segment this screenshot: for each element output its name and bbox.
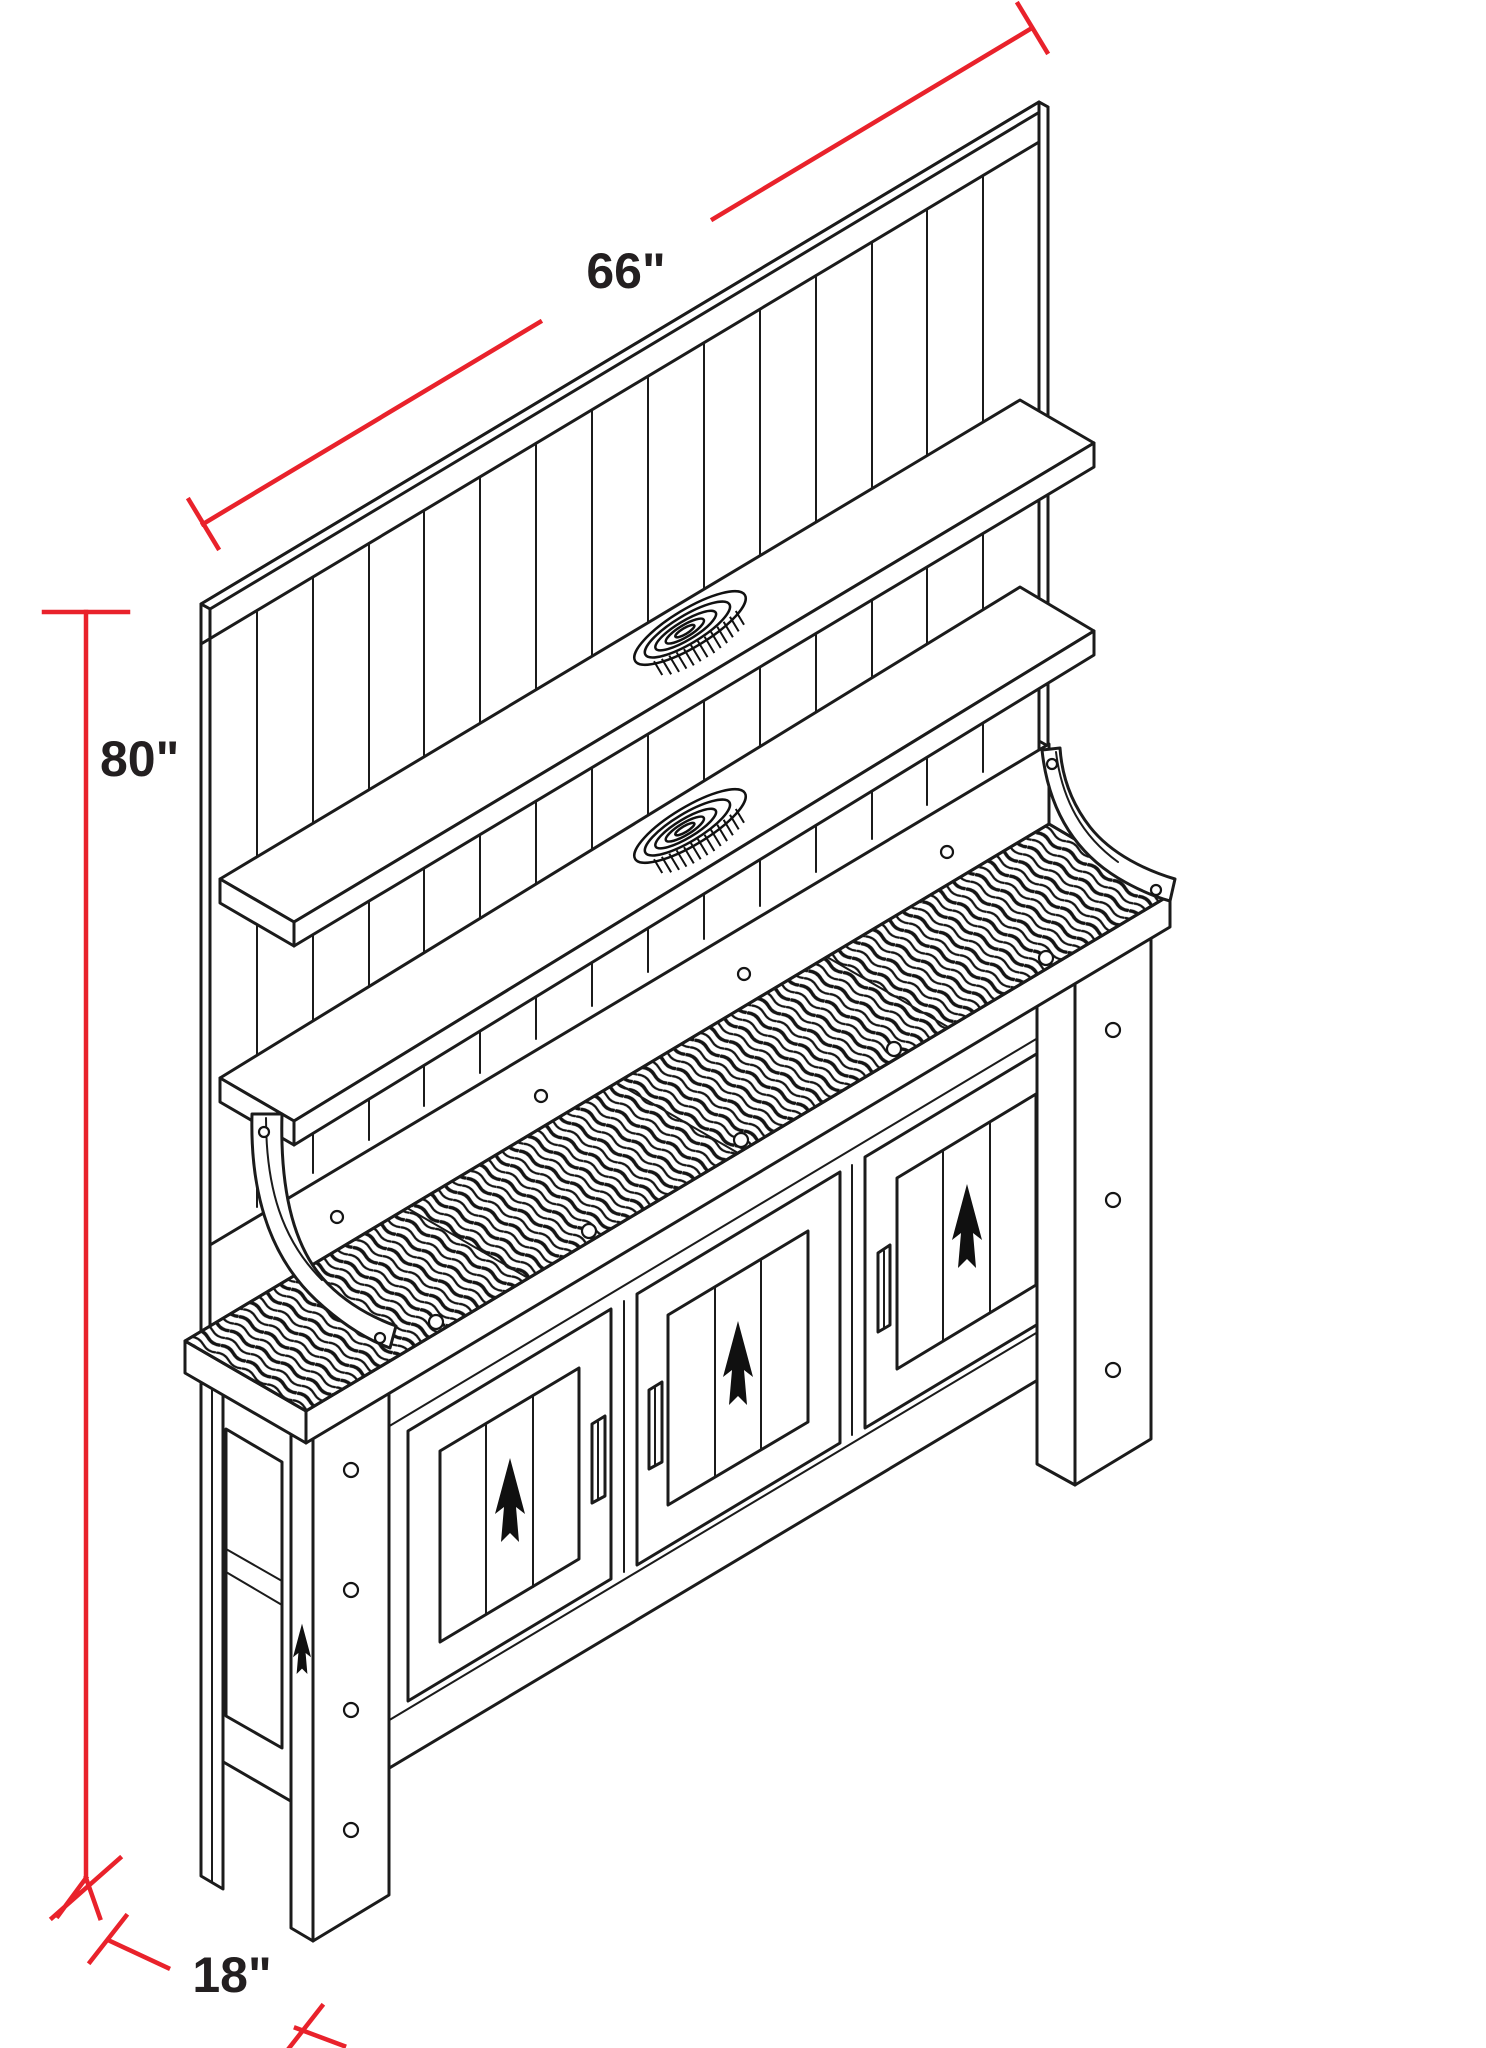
rear-left-leg [199,1333,225,1891]
peg-circle [939,844,955,860]
lower-shelf [218,585,1096,1147]
peg-circle [1037,949,1055,967]
dimension-depth-18: 18" [86,1912,347,2048]
peg-circle [342,1701,360,1719]
dimension-tick [185,496,222,552]
door-left [406,1307,613,1703]
peg-circle [427,1313,445,1331]
door-right [863,1033,1070,1430]
panel-cap-rail-line [199,140,1041,646]
screw-circle [257,1125,271,1139]
peg-circle [342,1461,360,1479]
screw-circle [373,1331,387,1345]
door-center [635,1170,842,1567]
peg-circle [1104,1021,1122,1039]
peg-circle [533,1088,549,1104]
height-dimension-label: 80" [100,731,179,787]
cabinet-front [349,951,1115,1793]
dimension-width-66: 66" [185,0,1051,552]
front-right-leg [1035,897,1153,1487]
cubby-shelf-lines [225,1548,283,1606]
peg-circle [736,966,752,982]
peg-circle [342,1581,360,1599]
base-cabinet [183,822,1172,1943]
upper-shelf [218,398,1096,948]
screw-circle [1045,757,1059,771]
peg-circle [885,1040,903,1058]
width-dimension-label: 66" [586,243,665,299]
front-stile-lines [623,1164,853,1573]
front-left-leg [289,1353,391,1943]
grain-seam-lines [406,956,949,1279]
right-corbel-bracket [1040,746,1177,903]
peg-circle [1104,1361,1122,1379]
dimension-height-80: 80" [41,609,179,1922]
left-corbel-bracket [250,1112,398,1350]
dimension-tick [286,2002,326,2048]
peg-circle [580,1222,598,1240]
peg-circle [732,1131,750,1149]
peg-circle [342,1821,360,1839]
front-rail-lines [350,992,1114,1744]
base-top-slab [183,822,1172,1445]
dimension-arrow [48,1854,124,1922]
left-end-cubby [199,1365,315,1816]
peg-circle [1104,1191,1122,1209]
peg-circle [329,1209,345,1225]
screw-circle [1149,883,1163,897]
depth-dimension-label: 18" [192,1947,271,2003]
